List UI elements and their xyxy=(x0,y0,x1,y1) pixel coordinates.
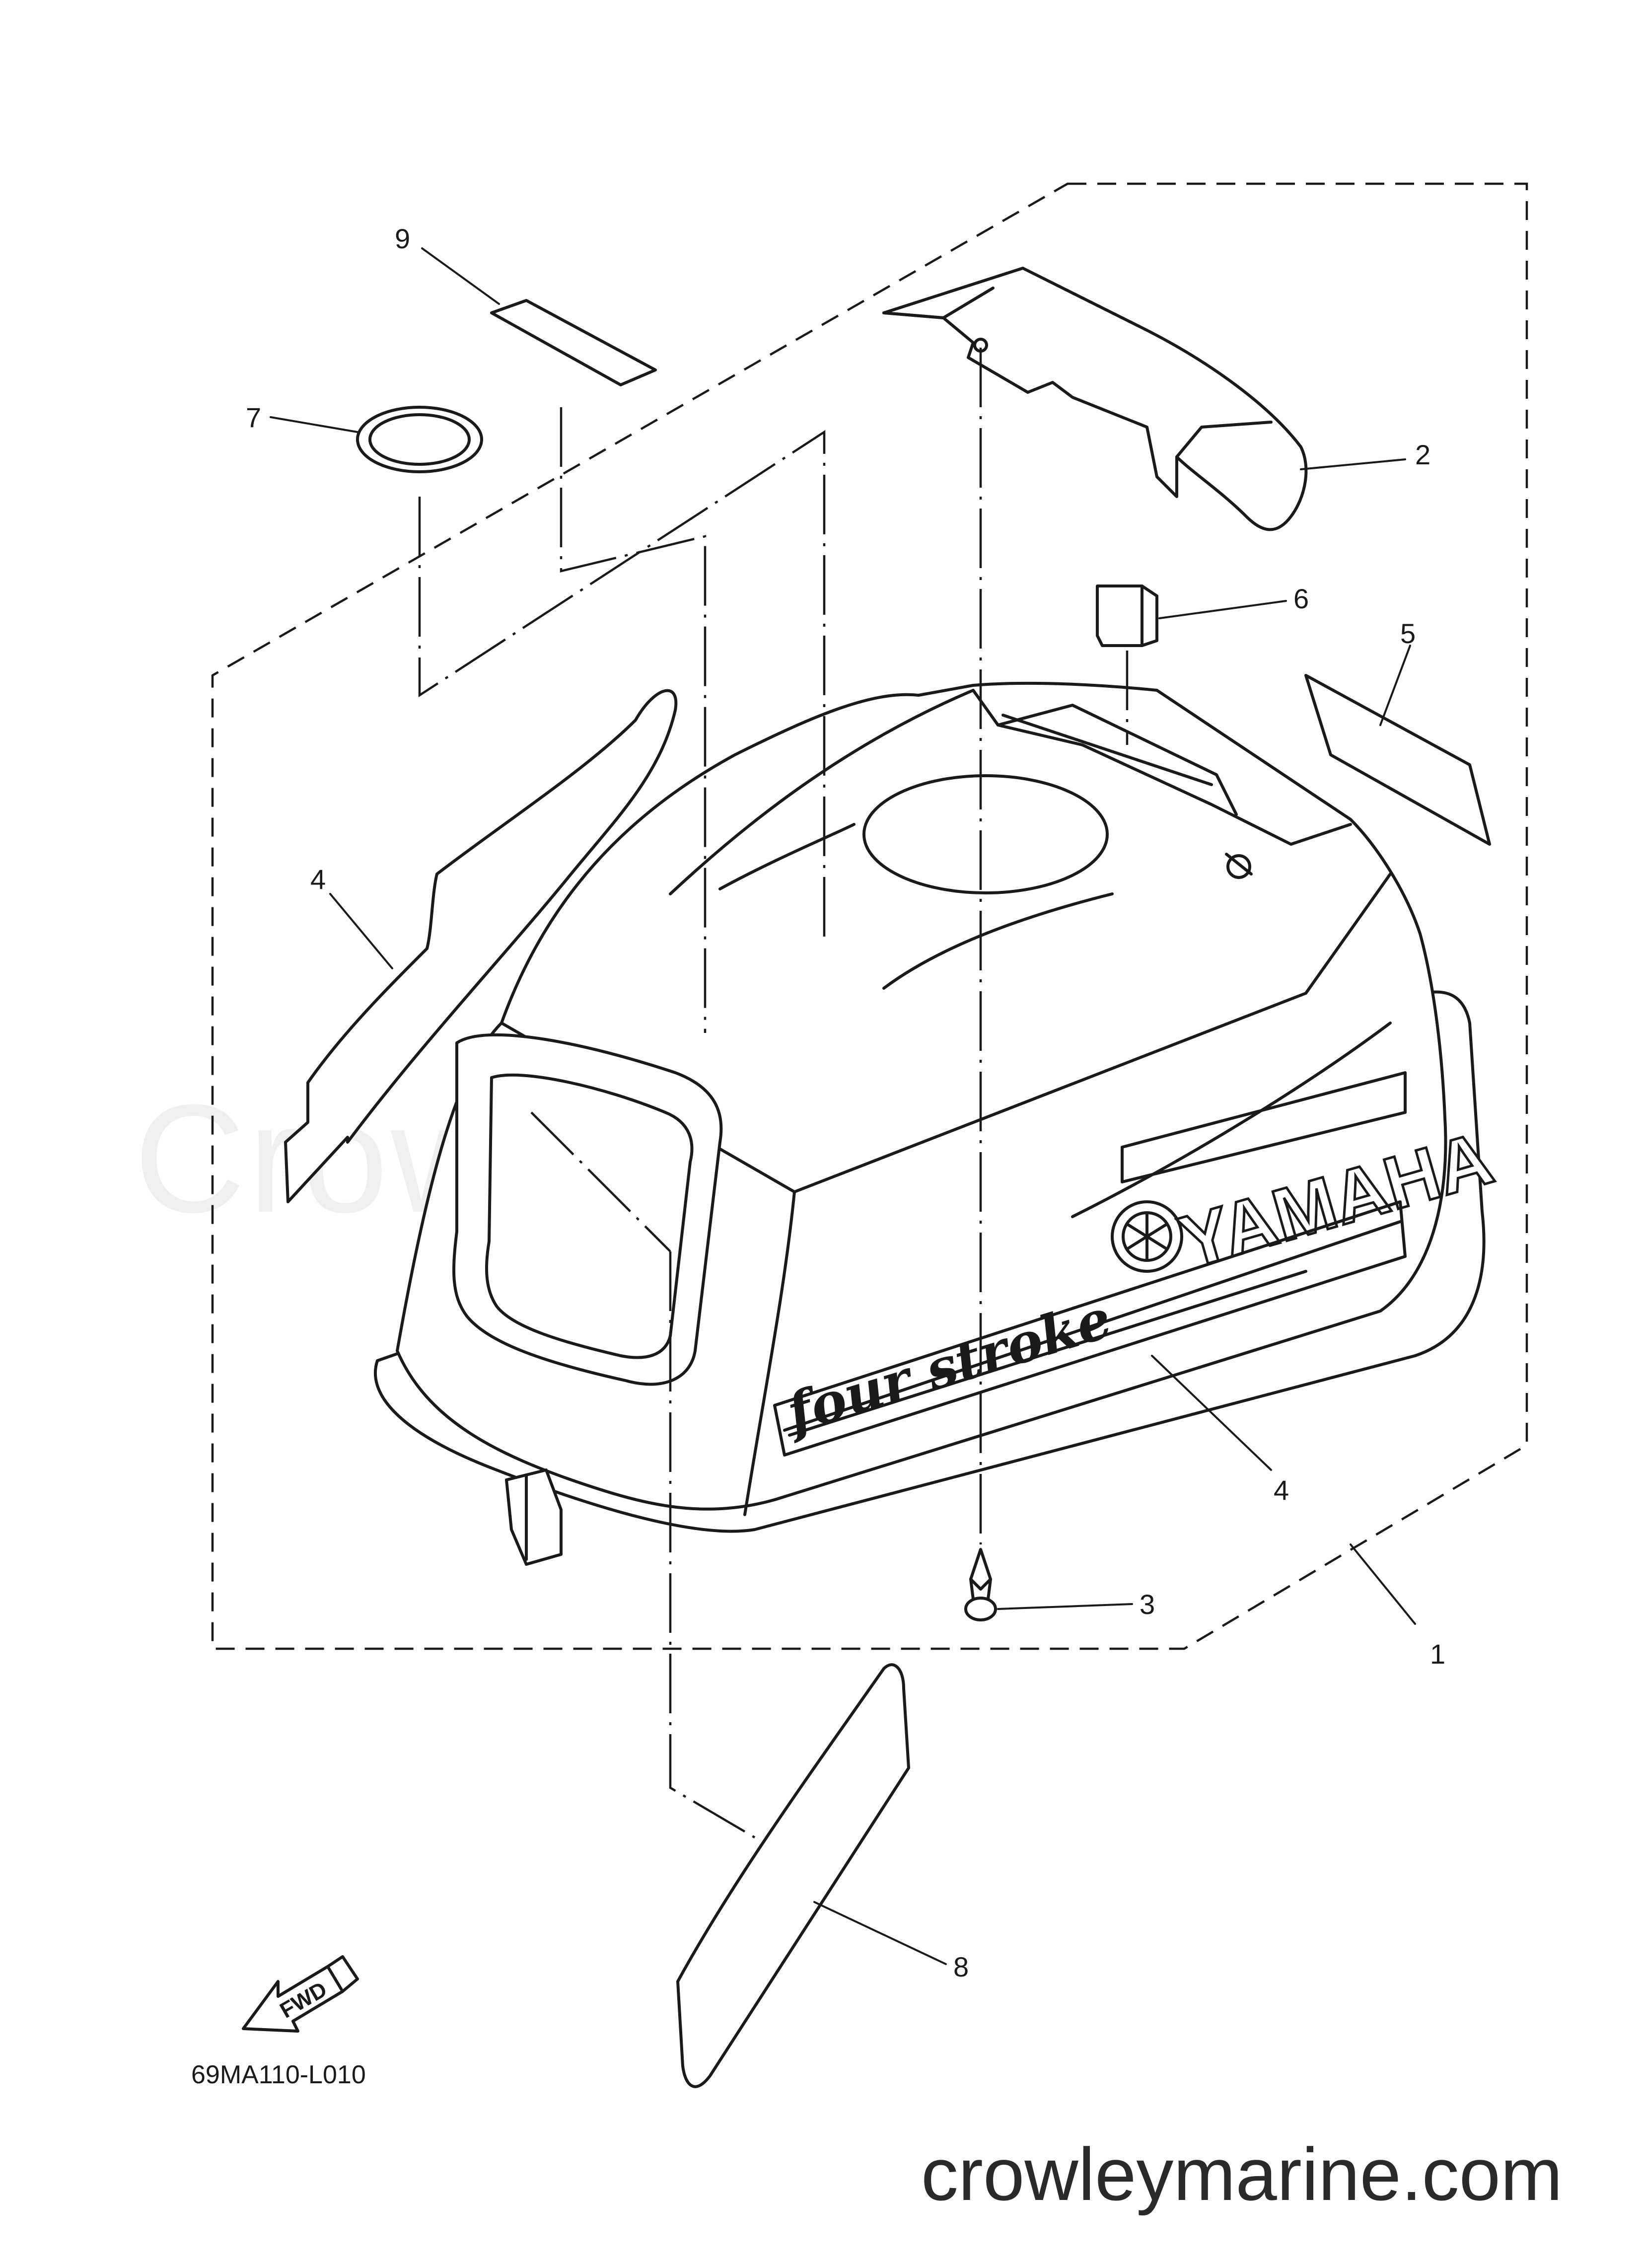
assembly-lines xyxy=(418,348,1129,1838)
site-url: crowleymarine.com xyxy=(921,2132,1563,2216)
callout-5: 5 xyxy=(1400,618,1416,649)
top-cowling xyxy=(374,681,1486,1566)
fwd-arrow-icon: FWD xyxy=(242,1955,359,2033)
assembly-boundary xyxy=(211,182,1528,1650)
leader-lines xyxy=(270,247,1416,1965)
callout-4-left: 4 xyxy=(310,864,326,895)
diagram-code: 69MA110-L010 xyxy=(191,2060,366,2089)
lower-decal xyxy=(676,1663,910,2088)
side-decal-left xyxy=(284,689,678,1203)
callout-4-front: 4 xyxy=(1274,1474,1289,1506)
callout-3: 3 xyxy=(1140,1589,1155,1620)
callout-1: 1 xyxy=(1430,1638,1445,1670)
top-decal xyxy=(490,299,657,386)
cowling-handle xyxy=(882,267,1308,531)
side-decal-right xyxy=(1304,674,1491,846)
callout-9: 9 xyxy=(395,223,410,254)
callout-2: 2 xyxy=(1415,439,1430,470)
callout-7: 7 xyxy=(246,402,261,433)
ring xyxy=(356,406,483,473)
callout-8: 8 xyxy=(953,1951,969,1982)
clip xyxy=(1096,585,1158,647)
screw xyxy=(964,1548,997,1621)
callouts: 1 2 3 4 4 5 6 7 8 9 xyxy=(246,223,1445,1982)
callout-6: 6 xyxy=(1293,583,1309,614)
